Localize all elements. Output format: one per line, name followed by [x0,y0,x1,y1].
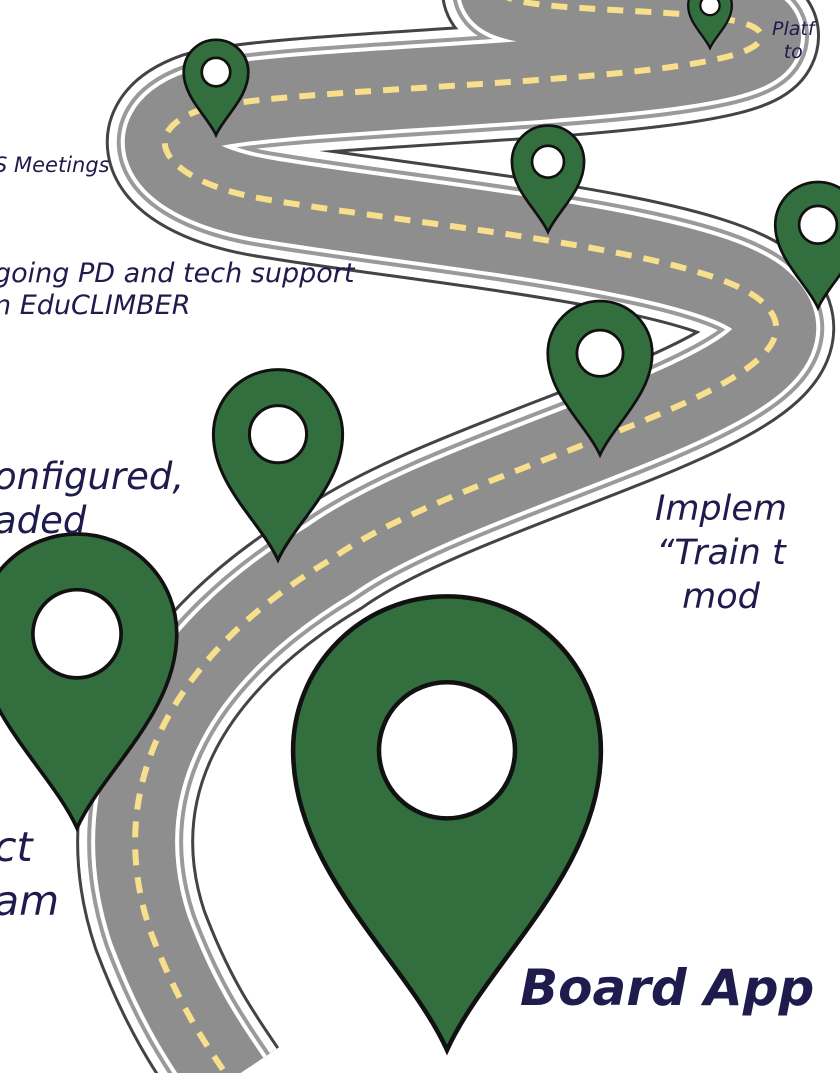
location-pin-icon-right [773,180,840,312]
location-pin-icon-implement [546,299,654,459]
milestone-label-meetings-line-1: S Meetings [0,153,110,177]
milestone-label-configured-line-2: aded [0,499,87,543]
milestone-label-pd-line-2: n EduCLIMBER [0,290,191,322]
milestone-label-contract-line-1: ct [0,823,33,871]
location-pin-icon-platform [686,0,734,51]
milestone-label-pd-line-1: going PD and tech support [0,258,355,289]
milestone-label-configured: onfigured, aded [0,455,184,544]
milestone-label-platform: Platf to [772,18,815,64]
milestone-label-platform-line-2: to [783,40,803,63]
milestone-label-meetings: S Meetings [0,153,110,178]
milestone-label-board: Board App [520,958,814,1018]
road-center-line [132,0,780,1073]
location-pin-icon-contract [0,532,179,833]
location-pin-icon-board [290,594,604,1056]
milestone-label-implement-line-1: Implem [655,489,787,529]
milestone-label-contract-line-2: am [0,877,60,926]
milestone-label-platform-line-1: Platf [772,18,815,40]
milestone-label-contract: ct am [0,820,59,928]
milestone-label-board-line-1: Board App [520,959,815,1017]
location-pin-icon-pd [510,124,586,236]
milestone-label-configured-line-1: onfigured, [0,455,185,498]
location-pin-icon-configured [211,368,345,564]
location-pin-icon-meetings [182,38,250,139]
milestone-label-pd: going PD and tech support n EduCLIMBER [0,258,354,323]
road [76,0,835,1073]
milestone-label-implement: Implem “Train t mod [655,488,787,619]
milestone-label-implement-line-2: “Train t [656,532,786,573]
milestone-label-implement-line-3: mod [682,576,760,617]
